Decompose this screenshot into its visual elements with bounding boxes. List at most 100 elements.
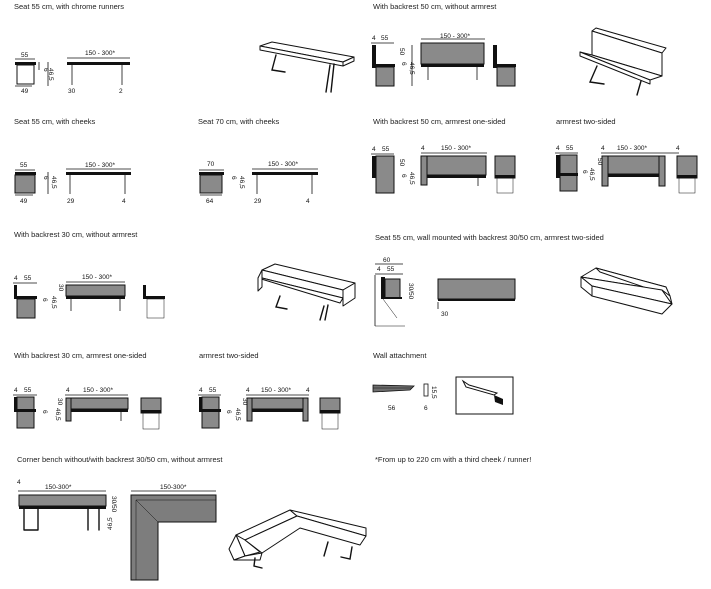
corner-bench-front: 4 150-300* 30/50 46,5 xyxy=(17,479,117,531)
dimension-label: 29 xyxy=(254,198,262,205)
backrest50-noarm-end xyxy=(493,45,516,87)
dimension-label: 6 xyxy=(41,410,48,414)
dimension-label: 46,5 xyxy=(238,176,245,189)
dimension-label: 6 xyxy=(400,62,407,66)
arm-two-b-side: 4 55 6 46,5 30 xyxy=(198,387,248,429)
dimension-label: 4 xyxy=(306,198,310,205)
caption-backrest30-noarm: With backrest 30 cm, without armrest xyxy=(14,230,138,239)
caption-backrest50-arm-one: With backrest 50 cm, armrest one-sided xyxy=(373,117,506,126)
wallmounted-side: 60 4 55 30/50 xyxy=(374,257,414,327)
seat55-runners-front-view: 150 - 300* 30 2 xyxy=(67,50,130,95)
dimension-label: 50 xyxy=(596,158,603,166)
backrest30-noarm-perspective xyxy=(257,263,356,321)
dimension-label: 30/50 xyxy=(407,283,414,300)
dimension-label: 4 xyxy=(377,266,381,273)
dimension-label: 2 xyxy=(119,88,123,95)
arm-two-b-end xyxy=(319,397,341,430)
dimension-label: 150-300* xyxy=(45,484,72,491)
wall-attachment-section: 15,5 6 xyxy=(423,383,437,412)
caption-arm-two-a: armrest two-sided xyxy=(556,117,616,126)
caption-backrest50-noarm: With backrest 50 cm, without armrest xyxy=(373,2,497,11)
caption-seat55-runners: Seat 55 cm, with chrome runners xyxy=(14,2,125,11)
seat55-runners-side-view: 55 49 6 46,5 xyxy=(15,52,54,95)
dimension-label: 30 xyxy=(68,88,76,95)
dimension-label: 4 xyxy=(421,145,425,152)
dimension-label: 30 xyxy=(56,398,63,406)
dimension-label: 70 xyxy=(207,161,215,168)
caption-wall-attachment: Wall attachment xyxy=(373,351,427,360)
dimension-label: 55 xyxy=(387,266,395,273)
dimension-label: 4 xyxy=(306,387,310,394)
dimension-label: 150 - 300* xyxy=(441,145,471,152)
dimension-label: 6 xyxy=(400,174,407,178)
backrest50-noarm-front: 150 - 300* xyxy=(420,33,485,80)
dimension-label: 4 xyxy=(199,387,203,394)
dimension-label: 46,5 xyxy=(107,517,114,530)
caption-footnote: *From up to 220 cm with a third cheek / … xyxy=(375,455,532,464)
dimension-label: 4 xyxy=(246,387,250,394)
dimension-label: 4 xyxy=(601,145,605,152)
dimension-label: 30 xyxy=(241,398,248,406)
dimension-label: 30 xyxy=(441,311,449,318)
backrest30-noarm-end xyxy=(143,285,165,319)
dimension-label: 150 - 300* xyxy=(85,162,115,169)
dimension-label: 46,5 xyxy=(408,62,415,75)
dimension-label: 46,5 xyxy=(50,296,57,309)
dimension-label: 64 xyxy=(206,198,214,205)
caption-corner-bench: Corner bench without/with backrest 30/50… xyxy=(17,455,223,464)
corner-bench-perspective xyxy=(228,509,367,569)
dimension-label: 6 xyxy=(42,68,49,72)
backrest50-noarm-perspective xyxy=(579,27,667,96)
dimension-label: 150 - 300* xyxy=(440,33,470,40)
dimension-label: 6 xyxy=(424,405,428,412)
dimension-label: 150-300* xyxy=(160,484,187,491)
dimension-label: 46,5 xyxy=(408,172,415,185)
backrest50-noarm-side: 4 55 50 6 46,5 xyxy=(371,35,415,87)
dimension-label: 30/50 xyxy=(110,496,117,513)
dimension-label: 50 xyxy=(398,48,405,56)
dimension-label: 4 xyxy=(556,145,560,152)
dimension-label: 150 - 300* xyxy=(617,145,647,152)
backrest30-arm-one-front: 4 150 - 300* xyxy=(65,387,129,422)
backrest50-arm-one-end xyxy=(494,155,516,194)
dimension-label: 4 xyxy=(372,35,376,42)
corner-bench-plan: 150-300* xyxy=(130,484,217,581)
dimension-label: 6 xyxy=(41,298,48,302)
backrest50-arm-one-side: 4 55 50 6 46,5 xyxy=(371,146,415,194)
caption-wallmounted: Seat 55 cm, wall mounted with backrest 3… xyxy=(375,233,604,242)
dim-55: 55 xyxy=(21,52,29,59)
dimension-label: 150 - 300* xyxy=(82,274,112,281)
arm-two-a-front: 4 150 - 300* 4 xyxy=(601,145,680,187)
caption-backrest30-arm-one: With backrest 30 cm, armrest one-sided xyxy=(14,351,147,360)
dimension-label: 6 xyxy=(225,410,232,414)
dimension-label: 150 - 300* xyxy=(261,387,291,394)
backrest30-arm-one-side: 4 55 6 46,5 30 xyxy=(13,387,63,429)
dimension-label: 4 xyxy=(14,387,18,394)
backrest50-arm-one-front: 4 150 - 300* xyxy=(420,145,487,186)
seat55-cheeks-front: 150 - 300* 29 4 xyxy=(66,162,131,205)
dimension-label: 55 xyxy=(209,387,217,394)
dimension-label: 55 xyxy=(381,35,389,42)
dimension-label: 56 xyxy=(388,405,396,412)
arm-two-b-front: 4 150 - 300* 4 xyxy=(246,387,310,422)
dimension-label: 55 xyxy=(566,145,574,152)
dimension-label: 6 xyxy=(581,170,588,174)
dimension-label: 50 xyxy=(398,159,405,167)
backrest30-noarm-front: 150 - 300* xyxy=(65,274,126,311)
seat55-runners-perspective xyxy=(259,41,355,93)
dimension-label: 30 xyxy=(57,284,64,292)
dimension-label: 46,5 xyxy=(54,408,61,421)
dimension-label: 49 xyxy=(21,88,29,95)
dimension-label: 46,5 xyxy=(234,408,241,421)
dimension-label: 4 xyxy=(372,146,376,153)
backrest30-noarm-side: 4 55 6 46,5 30 xyxy=(13,275,64,319)
wall-attachment-perspective xyxy=(455,376,514,415)
dimension-label: 46,5 xyxy=(50,176,57,189)
dimension-label: 55 xyxy=(382,146,390,153)
dimension-label: 4 xyxy=(676,145,680,152)
dimension-label: 49 xyxy=(20,198,28,205)
dimension-label: 150 - 300* xyxy=(83,387,113,394)
dimension-label: 150 - 300* xyxy=(268,161,298,168)
caption-arm-two-b: armrest two-sided xyxy=(199,351,259,360)
